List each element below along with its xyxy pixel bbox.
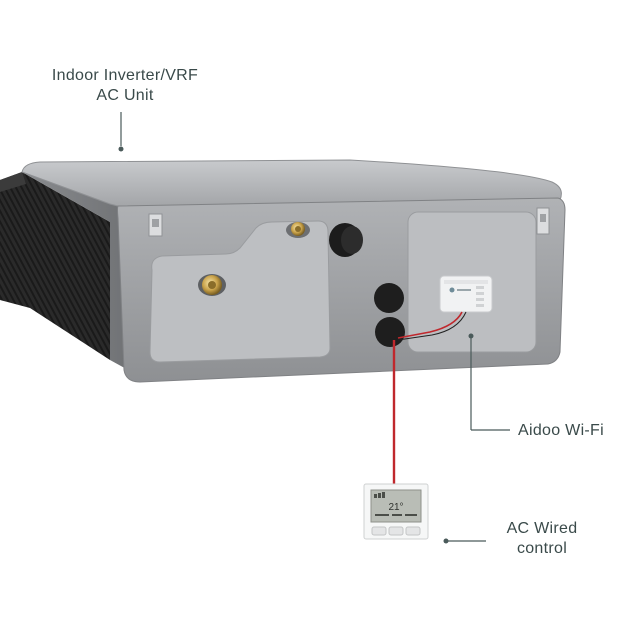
label-wired-control-line2: control [516, 540, 568, 557]
cable-gland-lower [375, 317, 405, 347]
aidoo-wifi-module [439, 275, 493, 313]
hanger-bracket-right [536, 207, 550, 235]
unit-side-flange [22, 172, 132, 372]
label-indoor-unit: Indoor Inverter/VRF AC Unit [20, 66, 230, 106]
label-indoor-unit-line1: Indoor Inverter/VRF [51, 67, 199, 84]
label-indoor-unit-line2: AC Unit [96, 87, 154, 104]
brass-fitting-large [198, 274, 226, 296]
leader-indoor-unit [118, 112, 124, 152]
aidoo-cable-black [397, 311, 467, 341]
thermostat-temperature: 21° [388, 502, 403, 513]
unit-piping-panel [149, 220, 331, 363]
leader-wired-control [443, 538, 486, 544]
hanger-bracket-left [148, 213, 163, 237]
label-aidoo-wifi: Aidoo Wi-Fi [518, 422, 604, 439]
label-wired-control-line1: AC Wired [506, 520, 578, 537]
leader-aidoo [468, 333, 510, 431]
cable-gland-upper [374, 283, 404, 313]
aidoo-cable [397, 311, 463, 339]
unit-grille [0, 172, 110, 360]
brass-fitting-small [286, 222, 310, 238]
wired-thermostat: 21° [363, 483, 429, 540]
label-wired-control: AC Wired control [492, 519, 592, 559]
drain-pipe [329, 223, 363, 257]
